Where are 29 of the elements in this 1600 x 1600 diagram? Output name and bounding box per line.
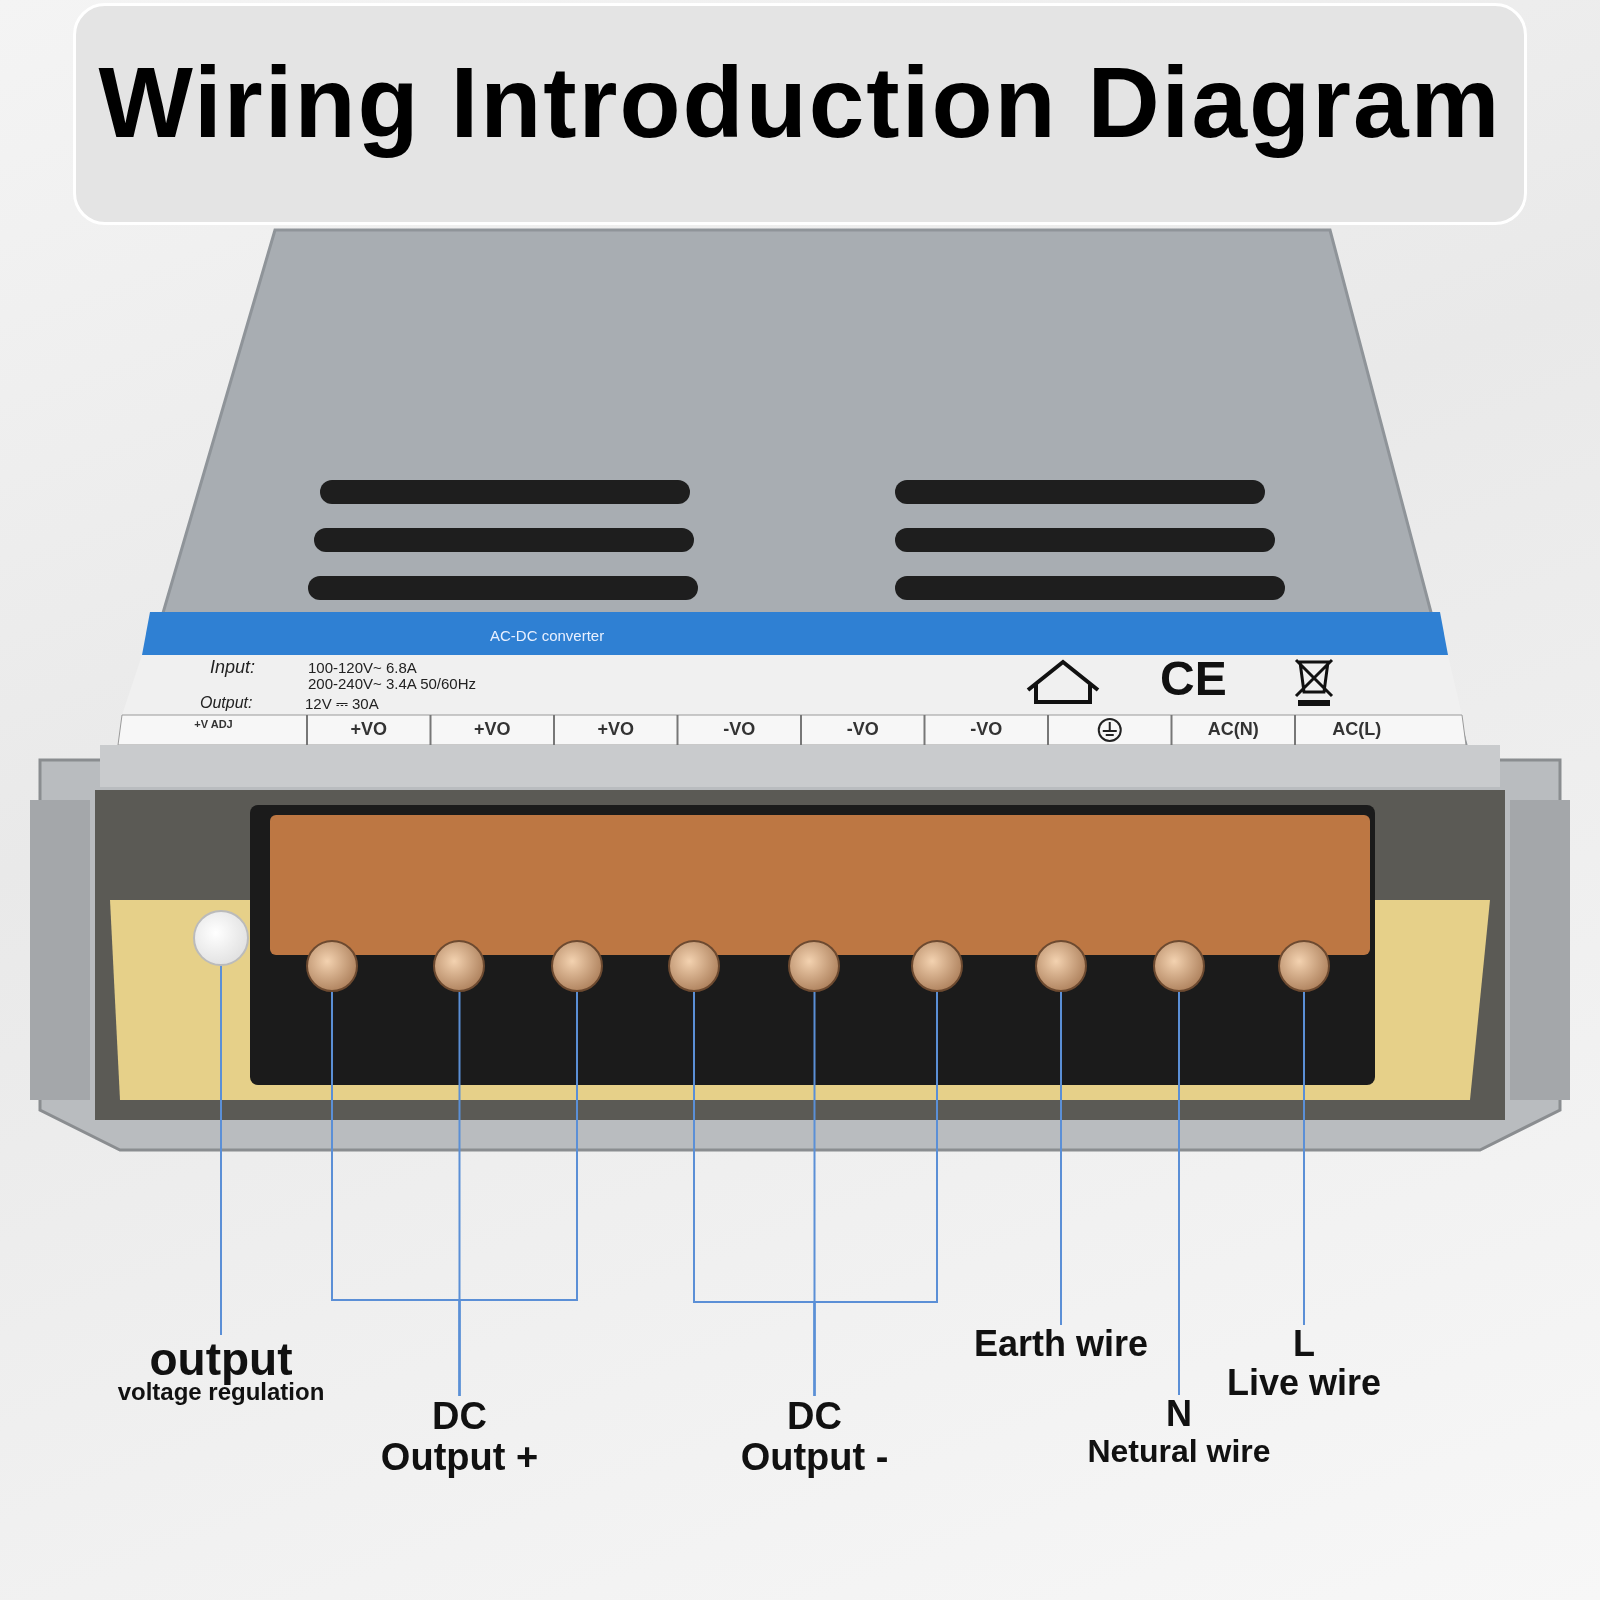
spec-text: 100-120V~ 6.8A — [308, 660, 417, 676]
terminal-marking: -VO — [845, 720, 880, 739]
callout-label: Earth wire — [972, 1325, 1150, 1364]
leader-line — [1060, 991, 1062, 1326]
terminal-marking: +VO — [596, 720, 635, 739]
leader-line — [1178, 991, 1180, 1396]
terminal-marking: +VO — [473, 720, 512, 739]
subtitle: AC-DC converter — [490, 628, 605, 644]
callout-label: DC Output + — [379, 1396, 540, 1479]
leader-line — [1303, 991, 1305, 1326]
leader-line — [458, 991, 578, 1397]
spec-text: 12V ⎓ 30A — [305, 696, 379, 712]
callout-label: DC Output - — [739, 1396, 890, 1479]
callout-label: N — [1165, 1395, 1193, 1434]
callout-sublabel: Live wire — [1225, 1363, 1383, 1403]
leader-line — [813, 991, 938, 1397]
terminal-marking: -VO — [722, 720, 757, 739]
terminal-marking: -VO — [969, 720, 1004, 739]
certification-mark: CE — [1160, 654, 1227, 705]
callout-label: L — [1292, 1325, 1316, 1364]
callout-sublabel: Netural wire — [1086, 1433, 1272, 1469]
terminal-marking: AC(L) — [1331, 720, 1383, 739]
terminal-marking: +VO — [349, 720, 388, 739]
leader-line — [220, 965, 222, 1336]
spec-label: Input: — [210, 658, 256, 677]
spec-label: Output: — [200, 695, 253, 712]
spec-text: 200-240V~ 3.4A 50/60Hz — [308, 676, 477, 692]
terminal-marking: +V ADJ — [193, 719, 234, 731]
terminal-marking: AC(N) — [1206, 720, 1260, 739]
